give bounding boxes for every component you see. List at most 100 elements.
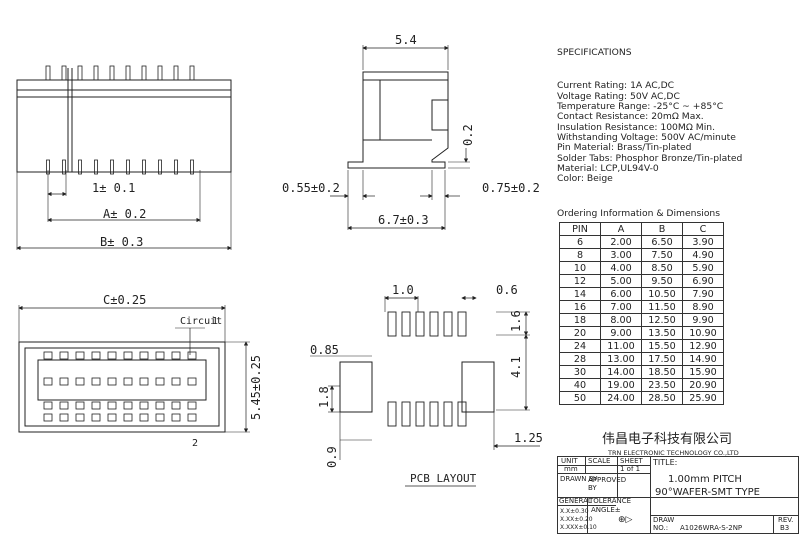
table-cell: 20 xyxy=(559,326,601,340)
spec-line: Solder Tabs: Phosphor Bronze/Tin-plated xyxy=(557,152,743,164)
table-cell: 7.90 xyxy=(682,287,724,301)
table-cell: 30 xyxy=(559,365,601,379)
contact xyxy=(59,351,69,360)
table-cell: 5.00 xyxy=(600,274,642,288)
pin-bottom xyxy=(110,159,114,175)
dim-left-offset: 0.55±0.2 xyxy=(282,181,340,195)
dim-pitch: 1± 0.1 xyxy=(92,181,135,195)
table-cell: 13.00 xyxy=(600,352,642,366)
pcb-layout-title: PCB LAYOUT xyxy=(410,472,477,485)
pin-top xyxy=(61,65,67,81)
table-cell: 40 xyxy=(559,378,601,392)
pin-top xyxy=(77,65,83,81)
dim-top-height: 5.45±0.25 xyxy=(249,355,263,420)
specifications-title: SPECIFICATIONS xyxy=(557,46,632,58)
table-cell: 11.50 xyxy=(641,300,683,314)
table-cell: 4.00 xyxy=(600,261,642,275)
table-cell: 6 xyxy=(559,235,601,249)
contact xyxy=(171,377,181,386)
pin-bottom xyxy=(174,159,178,175)
pin-top xyxy=(157,65,163,81)
contact xyxy=(171,401,181,410)
rev-value: B3 xyxy=(780,524,790,532)
table-cell: 6.90 xyxy=(682,274,724,288)
spec-line: Current Rating: 1A AC,DC xyxy=(557,80,675,92)
contact xyxy=(171,351,181,360)
contact xyxy=(139,413,149,422)
dim-pad-length: 1.6 xyxy=(509,310,523,332)
contact xyxy=(155,401,165,410)
contact xyxy=(91,413,101,422)
spec-line: Withstanding Voltage: 500V AC/minute xyxy=(557,131,736,143)
contact xyxy=(91,377,101,386)
table-cell: 20.90 xyxy=(682,378,724,392)
spec-line: Temperature Range: -25°C ~ +85°C xyxy=(557,101,724,113)
contact xyxy=(155,413,165,422)
pad-top xyxy=(457,311,467,337)
contact xyxy=(123,377,133,386)
pad-top xyxy=(429,311,439,337)
pin-top xyxy=(189,65,195,81)
unit-value: mm xyxy=(564,465,578,473)
pad-bottom xyxy=(429,401,439,427)
sheet-label: SHEET xyxy=(620,457,643,465)
table-header: B xyxy=(641,222,683,236)
contact xyxy=(155,377,165,386)
company-cn: 伟昌电子科技有限公司 xyxy=(602,432,733,447)
contact xyxy=(107,351,117,360)
table-cell: 15.90 xyxy=(682,365,724,379)
pad-bottom xyxy=(415,401,425,427)
table-cell: 9.50 xyxy=(641,274,683,288)
title-block: 伟昌电子科技有限公司 TRN ELECTRONIC TECHNOLOGY CO.… xyxy=(557,433,799,534)
contact xyxy=(187,401,197,410)
contact xyxy=(91,401,101,410)
pad-top xyxy=(415,311,425,337)
pin-bottom xyxy=(126,159,130,175)
table-cell: 10.50 xyxy=(641,287,683,301)
table-cell: 8.00 xyxy=(600,313,642,327)
dim-pcb-pitch: 1.0 xyxy=(392,283,414,297)
drawn-by-label: DRAWN BY xyxy=(560,475,598,483)
pin-bottom xyxy=(158,159,162,175)
pin-bottom xyxy=(94,159,98,175)
table-cell: 7.50 xyxy=(641,248,683,262)
contact xyxy=(123,401,133,410)
dim-depth: 6.7±0.3 xyxy=(378,213,429,227)
spec-line: Contact Resistance: 20mΩ Max. xyxy=(557,111,704,123)
pin-top xyxy=(141,65,147,81)
pad-top xyxy=(387,311,397,337)
rev-label: REV. xyxy=(778,516,794,524)
spec-line: Color: Beige xyxy=(557,173,613,185)
dim-gap: 4.1 xyxy=(509,356,523,378)
table-cell: 11.00 xyxy=(600,339,642,353)
no-label: NO.: xyxy=(653,524,669,532)
table-cell: 28.50 xyxy=(641,391,683,405)
spec-line: Voltage Rating: 50V AC,DC xyxy=(557,90,680,102)
contact xyxy=(187,413,197,422)
contact xyxy=(155,351,165,360)
contact xyxy=(43,413,53,422)
table-cell: 12.90 xyxy=(682,339,724,353)
tolerance-label: TOLERANCE xyxy=(589,497,632,505)
table-cell: 14.90 xyxy=(682,352,724,366)
table-cell: 18.50 xyxy=(641,365,683,379)
table-cell: 9.00 xyxy=(600,326,642,340)
sheet-value: 1 of 1 xyxy=(620,465,641,473)
pcb-layout xyxy=(310,295,540,487)
pin-bottom xyxy=(142,159,146,175)
contact xyxy=(75,401,85,410)
dim-tab-length: 1.8 xyxy=(317,386,331,408)
table-cell: 50 xyxy=(559,391,601,405)
table-cell: 18 xyxy=(559,313,601,327)
spec-line: Material: LCP,UL94V-0 xyxy=(557,162,659,174)
title-line1: 1.00mm PITCH xyxy=(668,474,742,485)
dim-side-width: 5.4 xyxy=(395,33,417,47)
contact xyxy=(43,401,53,410)
